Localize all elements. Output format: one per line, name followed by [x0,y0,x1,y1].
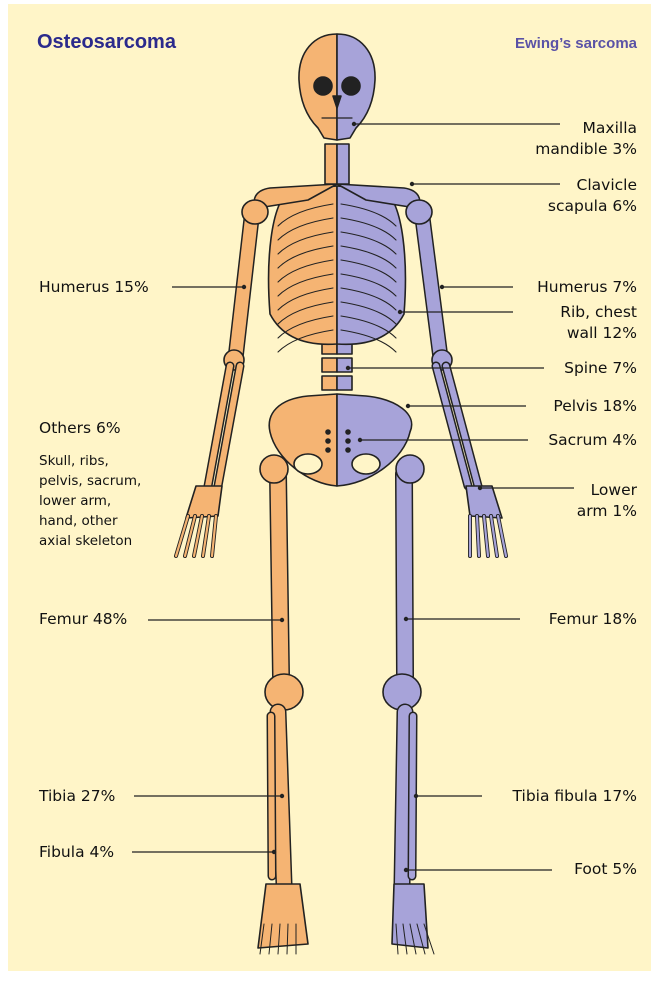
left-femur [278,474,281,676]
ewing-femur-label: Femur 18% [549,609,637,630]
osteo-fibula-label: Fibula 4% [39,842,114,863]
osteo-tibia-label: Tibia 27% [39,786,115,807]
ewing-rib-label: Rib, chest wall 12% [560,302,637,344]
left-eye-socket [314,77,332,95]
sacrum-dot [346,448,350,452]
foot-leader-dot [404,868,408,872]
pelvis-leader-dot [406,404,410,408]
right-ribcage [337,186,405,344]
right-obturator [352,454,380,474]
sacrum-leader-dot [358,438,362,442]
right-femur [404,474,405,676]
femur-left-leader-dot [280,618,284,622]
sacrum-dot [326,430,330,434]
rib-leader-dot [398,310,402,314]
ewing-pelvis-label: Pelvis 18% [553,396,637,417]
ewing-tibia-fibula-label: Tibia fibula 17% [513,786,637,807]
right-fibula [412,716,413,876]
left-shoulder [242,200,268,224]
ewing-sarcoma-title: Ewing’s sarcoma [515,35,637,52]
neck-left [325,144,337,184]
tibia-fibula-leader-dot [414,794,418,798]
osteo-others-note: Skull, ribs, pelvis, sacrum, lower arm, … [39,451,141,551]
right-palm [466,486,502,518]
right-finger [498,516,506,556]
figure-panel: Osteosarcoma Ewing’s sarcoma Humerus 15%… [8,4,651,971]
maxilla-leader-dot [352,122,356,126]
lower-arm-leader-dot [478,486,482,490]
ewing-maxilla-label: Maxilla mandible 3% [535,118,637,160]
right-finger [491,516,497,556]
left-obturator [294,454,322,474]
ewing-lower-arm-label: Lower arm 1% [577,480,637,522]
ewing-humerus-label: Humerus 7% [537,277,637,298]
osteosarcoma-title: Osteosarcoma [37,31,176,54]
right-femur-head [396,455,424,483]
sacrum-dot [326,448,330,452]
vertebra-right [337,358,352,372]
femur-right-leader-dot [404,617,408,621]
left-knee [265,674,303,710]
clavicle-leader-dot [410,182,414,186]
vertebra-left [322,376,337,390]
spine-leader-dot [346,366,350,370]
ewing-sacrum-label: Sacrum 4% [548,430,637,451]
humerus-left-leader-dot [242,285,246,289]
right-tibia [402,712,405,884]
ewing-spine-label: Spine 7% [564,358,637,379]
ewing-clavicle-label: Clavicle scapula 6% [548,175,637,217]
sacrum-dot [346,430,350,434]
left-finger [203,516,209,556]
left-femur-head [260,455,288,483]
osteo-femur-label: Femur 48% [39,609,127,630]
right-humerus [422,214,440,354]
neck-right [337,144,349,184]
left-humerus [236,214,252,354]
left-foot [258,884,308,948]
osteo-others-label: Others 6% [39,418,121,439]
humerus-right-leader-dot [440,285,444,289]
left-palm [186,486,222,518]
right-eye-socket [342,77,360,95]
sacrum-dot [326,439,330,443]
vertebra-right [337,376,352,390]
right-shoulder [406,200,432,224]
vertebra-left [322,358,337,372]
left-ribcage [269,186,337,344]
sacrum-dot [346,439,350,443]
fibula-left-leader-dot [272,850,276,854]
tibia-left-leader-dot [280,794,284,798]
osteo-humerus-label: Humerus 15% [39,277,149,298]
ewing-foot-label: Foot 5% [574,859,637,880]
left-tibia [278,712,284,884]
